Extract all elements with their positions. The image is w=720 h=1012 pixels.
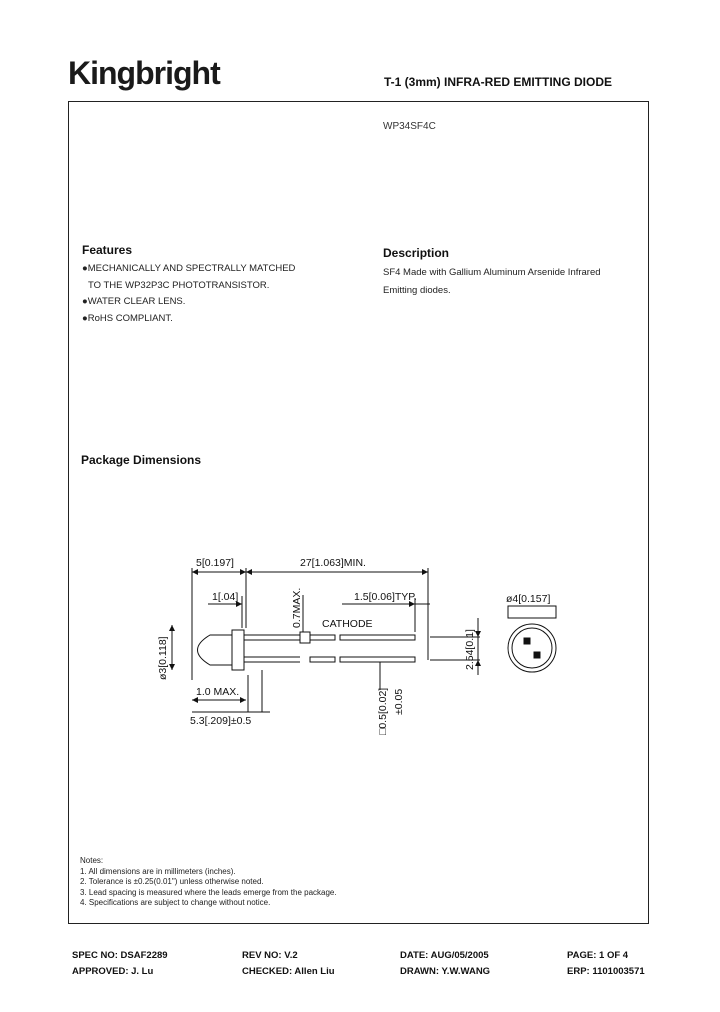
dim-lead-length: 27[1.063]MIN. (300, 557, 366, 569)
lead-segment (339, 634, 416, 641)
description-text: SF4 Made with Gallium Aluminum Arsenide … (383, 267, 601, 296)
feature-item: ●WATER CLEAR LENS. (82, 296, 186, 307)
dim-dia4: ø4[0.157] (506, 593, 550, 605)
dim-pitch: 1.5[0.06]TYP. (354, 591, 417, 603)
footer-date: DATE: AUG/05/2005 (400, 950, 489, 961)
document-title: T-1 (3mm) INFRA-RED EMITTING DIODE (384, 75, 613, 89)
footer-erp: ERP: 1101003571 (567, 966, 645, 977)
package-heading: Package Dimensions (81, 453, 202, 467)
part-number: WP34SF4C (383, 121, 436, 132)
footer-rev-no: REV NO: V.2 (242, 950, 298, 961)
features-heading: Features (82, 243, 133, 257)
lead-segment (339, 656, 416, 663)
dim-seat: 5.3[.209]±0.5 (190, 715, 251, 727)
brand-logo: Kingbright (68, 55, 221, 91)
note-item: 1. All dimensions are in millimeters (in… (80, 866, 236, 876)
footer-page: PAGE: 1 OF 4 (567, 950, 629, 961)
note-item: 2. Tolerance is ±0.25(0.01") unless othe… (80, 877, 264, 886)
notes-heading: Notes: (80, 856, 104, 865)
bullet-icon: ● (82, 263, 88, 274)
led-flange (231, 629, 245, 671)
label-cathode: CATHODE (322, 618, 373, 630)
note-item: 4. Specifications are subject to change … (80, 898, 271, 907)
dim-max10: 1.0 MAX. (196, 686, 239, 698)
dim-lead-tolerance: ±0.05 (393, 689, 405, 715)
end-view-circle (511, 627, 553, 669)
note-item: 3. Lead spacing is measured where the le… (80, 887, 337, 897)
lead-kink (299, 631, 311, 644)
dim-flange: 1[.04] (212, 591, 238, 603)
end-view-flange (507, 605, 557, 619)
dim-dia3: ø3[0.118] (157, 636, 169, 680)
feature-item: ●RoHS COMPLIANT. (82, 312, 173, 324)
dim-max07: 0.7MAX. (291, 588, 303, 628)
notes-block: Notes: 1. All dimensions are in millimet… (80, 856, 337, 909)
bullet-icon: ● (82, 296, 88, 307)
description-heading: Description (383, 246, 450, 260)
dim-spacing: 2.54[0.1] (464, 629, 476, 670)
features-list: ●MECHANICALLY AND SPECTRALLY MATCHED TO … (82, 261, 295, 327)
footer-spec-no: SPEC NO: DSAF2289 (72, 950, 168, 961)
led-body-outline (197, 634, 233, 666)
footer-drawn: DRAWN: Y.W.WANG (400, 966, 491, 977)
feature-item: TO THE WP32P3C PHOTOTRANSISTOR. (88, 279, 270, 291)
dim-lead-square: □0.5[0.02] (377, 688, 389, 735)
footer-checked: CHECKED: Allen Liu (242, 966, 335, 977)
feature-item: ●MECHANICALLY AND SPECTRALLY MATCHED (82, 263, 296, 274)
footer-approved: APPROVED: J. Lu (72, 966, 154, 977)
content-frame (68, 101, 649, 924)
dim-body-length: 5[0.197] (196, 557, 234, 569)
bullet-icon: ● (82, 312, 88, 324)
